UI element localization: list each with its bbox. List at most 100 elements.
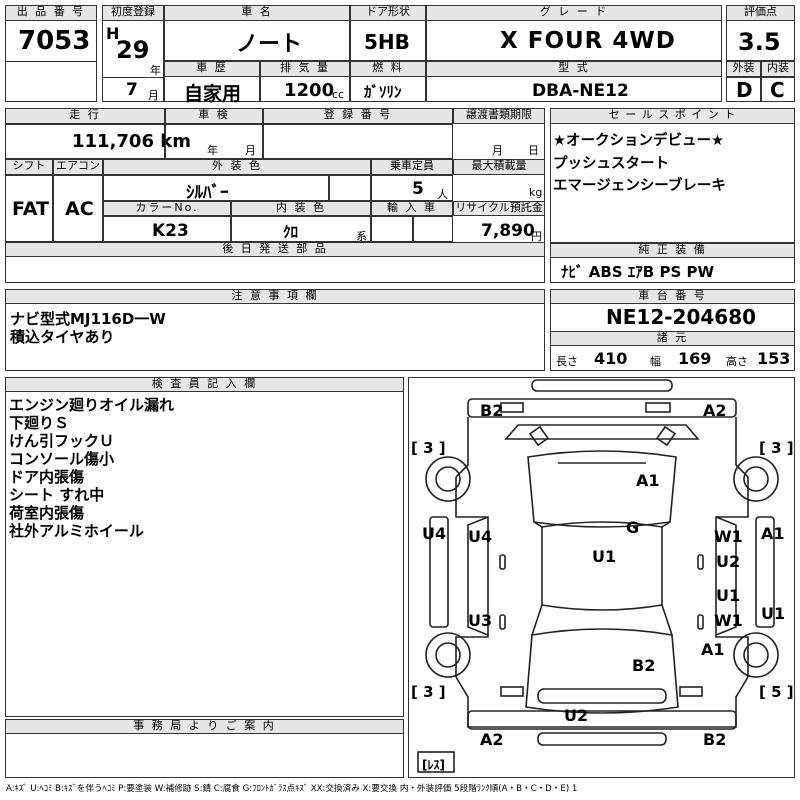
- mark-a2-top: A2: [703, 401, 727, 420]
- interior-color: ｸﾛ: [283, 223, 299, 241]
- displacement-label: 排 気 量: [260, 61, 350, 77]
- spare-tire: [ﾚｽ]: [422, 758, 445, 772]
- mark-a1-hood: A1: [636, 471, 660, 490]
- import-cell-2: [413, 216, 453, 242]
- max-load-unit: kg: [529, 186, 543, 199]
- inspector-line-7: 荷室内張傷: [9, 504, 85, 522]
- capacity-cell: [371, 175, 453, 201]
- recycle: 7,890: [481, 221, 535, 241]
- year-unit: 年: [150, 64, 161, 77]
- height-label: 高さ: [726, 355, 748, 368]
- mark-b2-rear: B2: [632, 656, 656, 675]
- plate-cell: [263, 124, 453, 159]
- equipment: ﾅﾋﾞ ABS ｴｱB PS PW: [561, 263, 715, 281]
- mark-u4-left: U4: [422, 524, 447, 543]
- mark-u1-right: U1: [761, 604, 786, 623]
- mark-a1-right: A1: [761, 524, 785, 543]
- lot-number: 7053: [18, 26, 91, 56]
- grade-label: グ レ ー ド: [426, 5, 722, 21]
- interior-color-unit: 系: [356, 230, 367, 243]
- transfer-month-unit: 月: [492, 144, 503, 157]
- shift-label: シフト: [5, 159, 53, 175]
- score: 3.5: [738, 28, 781, 56]
- max-load-label: 最大積載量: [453, 159, 545, 175]
- fuel: ｶﾞｿﾘﾝ: [364, 83, 402, 101]
- lot-lower: [5, 61, 97, 102]
- interior-label: 内装: [761, 61, 795, 77]
- ac-cell: [53, 175, 103, 242]
- inspector-line-3: けん引フックＵ: [9, 432, 115, 450]
- fuel-label: 燃 料: [350, 61, 426, 77]
- car-name: ノート: [236, 32, 303, 57]
- mark-u1-rr: U1: [716, 586, 741, 605]
- model: DBA-NE12: [532, 81, 629, 101]
- diagram-box: [408, 377, 795, 778]
- history: 自家用: [184, 83, 242, 105]
- length: 410: [594, 349, 628, 368]
- displacement: 1200: [284, 80, 335, 101]
- interior-color-cell: [231, 216, 371, 242]
- office-label: 事 務 局 よ り ご 案 内: [5, 719, 404, 734]
- exterior-grade: D: [736, 78, 753, 102]
- equipment-label: 純 正 装 備: [550, 243, 795, 258]
- plate-label: 登 録 番 号: [263, 108, 453, 124]
- exterior-label: 外装: [726, 61, 761, 77]
- exterior-cell: [726, 77, 761, 102]
- lot-label: 出 品 番 号: [5, 5, 97, 21]
- exterior-color-cell: [103, 175, 329, 201]
- displacement-unit: cc: [332, 88, 345, 101]
- sales-point-2: プッシュスタート: [553, 156, 669, 172]
- reg-month: 7: [126, 80, 138, 100]
- inspector-line-1: エンジン廻りオイル漏れ: [9, 396, 175, 414]
- mark-u3-rl: U3: [468, 611, 493, 630]
- history-label: 車 歴: [164, 61, 260, 77]
- interior-cell: [761, 77, 795, 102]
- mark-a2-bl: A2: [480, 730, 504, 749]
- width-label: 幅: [650, 355, 661, 368]
- transfer-day-unit: 日: [528, 144, 539, 157]
- sales-label: セ ー ル ス ポ イ ン ト: [550, 108, 795, 124]
- sales-point-1: ★オークションデビュー★: [553, 133, 724, 149]
- interior-grade: C: [770, 78, 785, 102]
- inspector-line-5: ドア内張傷: [9, 468, 85, 486]
- month-cell: [102, 77, 164, 102]
- inspector-line-6: シート すれ中: [9, 486, 105, 504]
- tire-front-right: [ 3 ]: [759, 439, 794, 457]
- recycle-label: リサイクル預託金: [453, 201, 545, 216]
- color-no-cell: [103, 216, 231, 242]
- exterior-color-sub: [329, 175, 371, 201]
- inspection-month-unit: 月: [245, 144, 256, 157]
- color-no-label: カラーNo.: [103, 201, 231, 216]
- mark-u1-roof: U1: [592, 547, 617, 566]
- inspection-year-unit: 年: [207, 144, 218, 157]
- mark-w1-rr: W1: [714, 611, 743, 630]
- inspection-cell: [165, 124, 263, 159]
- transfer-label: 譲渡書類期限: [453, 108, 545, 124]
- inspection-label: 車 検: [165, 108, 263, 124]
- model-label: 型 式: [426, 61, 722, 77]
- mark-b2-top: B2: [480, 401, 504, 420]
- capacity-unit: 人: [437, 188, 448, 201]
- note-line-1: ナビ型式MJ116D一W: [10, 310, 166, 328]
- sales-point-3: エマージェンシーブレーキ: [553, 178, 726, 194]
- mark-w1-fr: W1: [714, 527, 743, 546]
- tire-front-left: [ 3 ]: [411, 439, 446, 457]
- later-parts-label: 後 日 発 送 部 品: [5, 242, 545, 257]
- mark-u2-fr: U2: [716, 552, 741, 571]
- mark-a1-rq: A1: [701, 640, 725, 659]
- shift: FAT: [12, 198, 49, 220]
- note-line-2: 積込タイヤあり: [10, 328, 115, 346]
- color-no: K23: [152, 221, 189, 241]
- tire-rear-right: [ 5 ]: [759, 683, 794, 701]
- month-unit: 月: [148, 89, 159, 102]
- recycle-unit: 円: [531, 230, 542, 243]
- score-label: 評価点: [726, 5, 795, 21]
- import-label: 輸 入 車: [371, 201, 453, 216]
- legend: A:ｷｽﾞ U:ﾍｺﾐ B:ｷｽﾞを伴うﾍｺﾐ P:要塗装 W:補修跡 S:錆 …: [6, 784, 578, 794]
- mileage: 111,706 km: [72, 131, 191, 152]
- shift-cell: [5, 175, 53, 242]
- ac: AC: [65, 198, 94, 220]
- grade: X FOUR 4WD: [500, 28, 676, 54]
- door-label: ドア形状: [350, 5, 426, 21]
- height: 153: [757, 349, 791, 368]
